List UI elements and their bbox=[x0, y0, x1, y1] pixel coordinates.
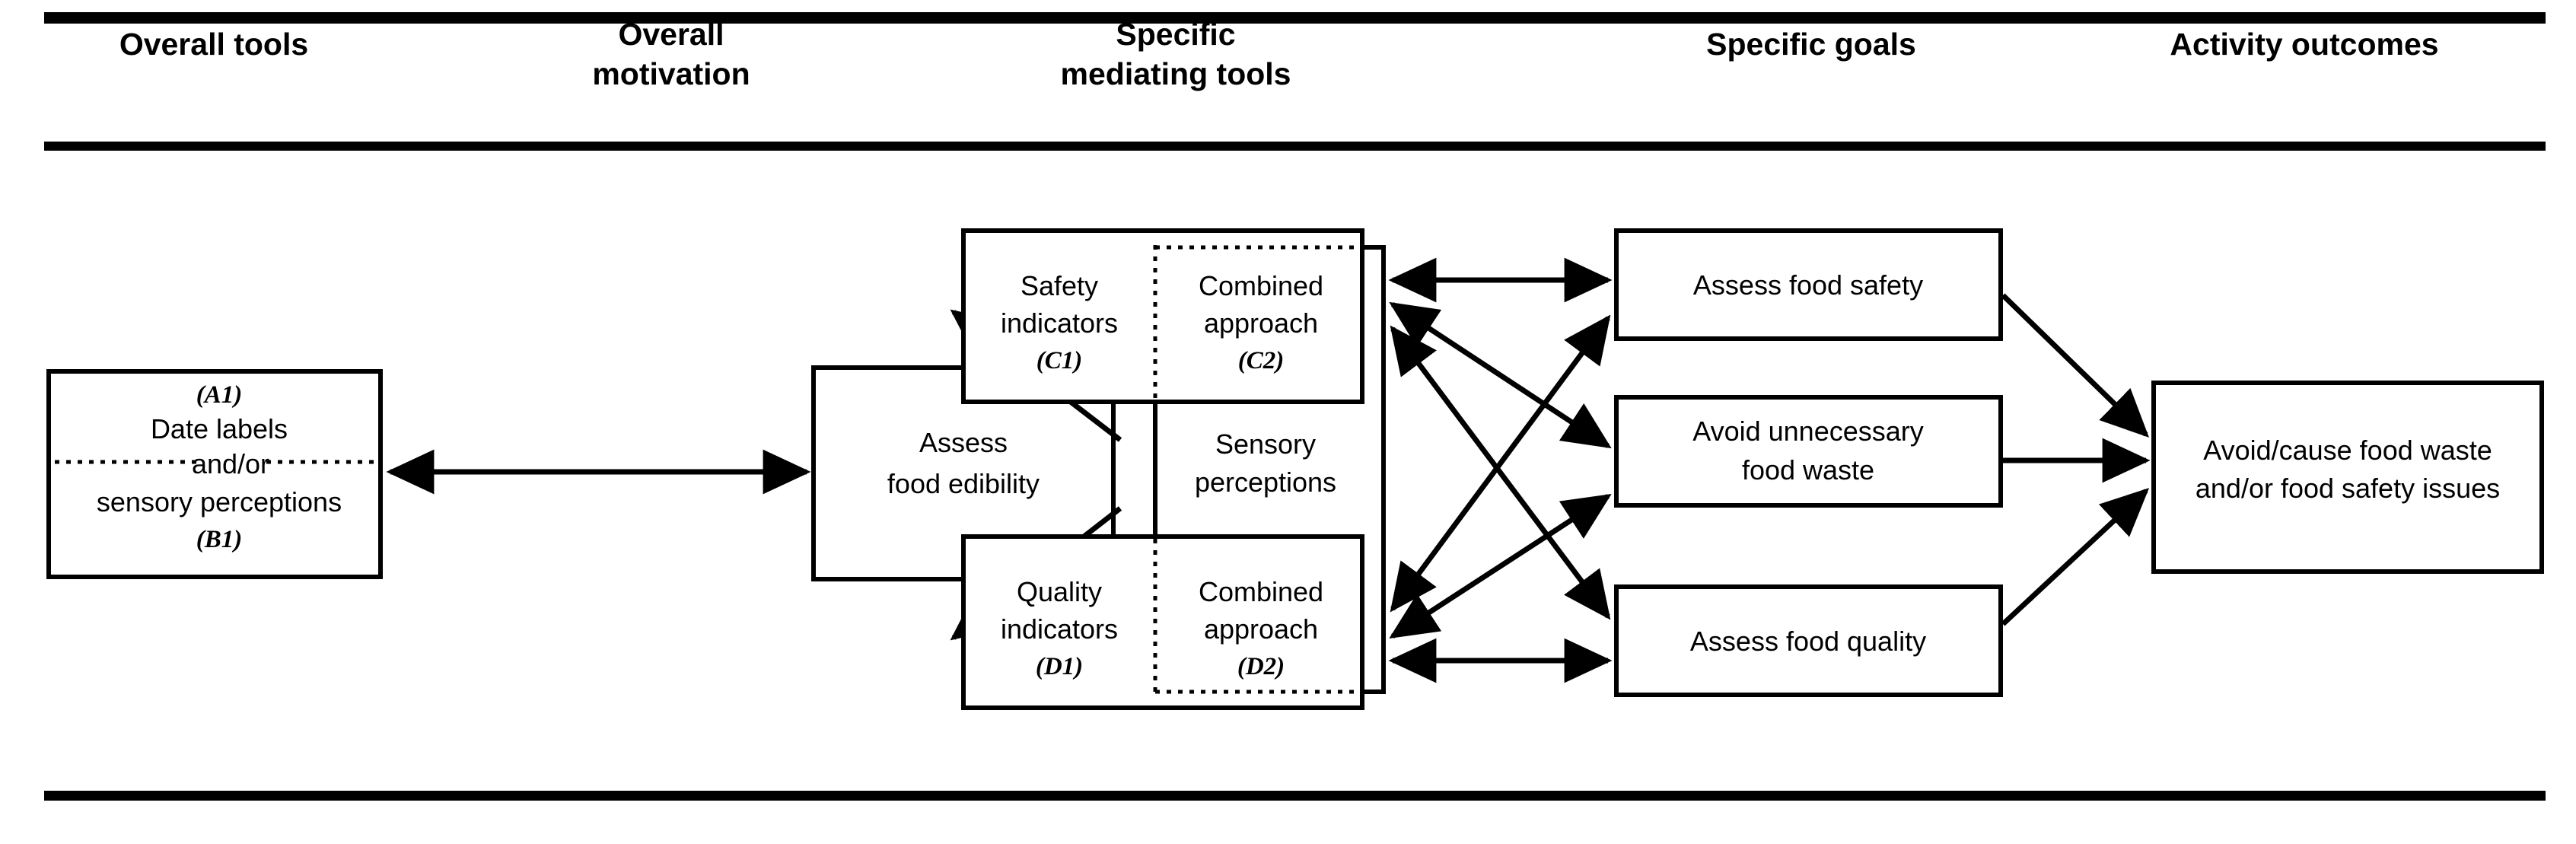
d1-line1: Quality bbox=[1017, 576, 1102, 607]
mediating-c1-c2-box[interactable]: Safety indicators (C1) Combined approach… bbox=[961, 228, 1364, 404]
edge-assess-food-safety-to-outcome bbox=[2001, 293, 2150, 438]
goal-assess-food-safety-frame bbox=[1614, 228, 2003, 341]
d1-line2: indicators bbox=[1001, 613, 1118, 645]
c2-line1: Combined bbox=[1199, 270, 1323, 301]
tools-box[interactable]: (A1) Date labels and/or sensory percepti… bbox=[46, 369, 383, 579]
goal-avoid-unnecessary-food-waste-line1: Avoid unnecessary bbox=[1692, 416, 1924, 447]
outcome-box-frame bbox=[2151, 381, 2544, 574]
tools-box-frame bbox=[46, 369, 383, 579]
d2-code: (D2) bbox=[1237, 653, 1285, 680]
header-specific-goals-line1: Specific goals bbox=[1706, 27, 1916, 62]
goal-assess-food-quality-frame bbox=[1614, 584, 2003, 697]
header-overall-tools: Overall tools bbox=[119, 27, 308, 62]
d1-code: (D1) bbox=[1036, 653, 1083, 680]
tools-box-code-top: (A1) bbox=[196, 381, 243, 409]
goal-avoid-unnecessary-food-waste-line2: food waste bbox=[1742, 454, 1874, 486]
c1-c2-frame bbox=[961, 228, 1364, 404]
c2-line2: approach bbox=[1204, 307, 1318, 339]
mediating-right-bracket bbox=[1362, 245, 1386, 694]
sensory-line1: Sensory bbox=[1215, 428, 1316, 460]
edge-mediating-bottom-to-avoid-unnecessary-food-waste bbox=[1389, 493, 1612, 639]
goal-box-avoid-unnecessary-food-waste[interactable]: Avoid unnecessary food waste bbox=[1614, 395, 2003, 508]
header-specific-mediating-tools: Specific mediating tools bbox=[1061, 17, 1291, 91]
header-specific-goals: Specific goals bbox=[1706, 27, 1916, 62]
tools-box-connector-text: and/or bbox=[192, 448, 269, 479]
c1-code: (C1) bbox=[1036, 347, 1083, 374]
header-bottom-rule bbox=[44, 142, 2546, 151]
edge-assess-food-quality-to-outcome bbox=[2001, 488, 2150, 626]
sensory-line2: perceptions bbox=[1195, 467, 1336, 498]
c1-line1: Safety bbox=[1021, 270, 1098, 301]
tools-box-code-bottom: (B1) bbox=[196, 526, 243, 553]
header-activity-outcomes: Activity outcomes bbox=[2170, 27, 2438, 62]
tools-box-line-top: Date labels bbox=[151, 413, 288, 444]
c2-code: (C2) bbox=[1238, 347, 1285, 374]
goal-box-assess-food-safety[interactable]: Assess food safety bbox=[1614, 228, 2003, 341]
outcome-line1: Avoid/cause food waste bbox=[2203, 435, 2492, 466]
d2-line1: Combined bbox=[1199, 576, 1323, 607]
tools-box-line-bottom: sensory perceptions bbox=[97, 486, 342, 518]
goal-box-assess-food-quality[interactable]: Assess food quality bbox=[1614, 584, 2003, 697]
motivation-box-line2: food edibility bbox=[887, 468, 1040, 499]
outcome-line2: and/or food safety issues bbox=[2195, 473, 2500, 504]
header-specific-mediating-tools-line1: Specific bbox=[1116, 17, 1235, 52]
header-overall-tools-line1: Overall tools bbox=[119, 27, 308, 62]
header-activity-outcomes-line1: Activity outcomes bbox=[2170, 27, 2438, 62]
goal-avoid-unnecessary-food-waste-frame bbox=[1614, 395, 2003, 508]
mediating-d1-d2-box[interactable]: Quality indicators (D1) Combined approac… bbox=[961, 534, 1364, 710]
header-overall-motivation-line2: motivation bbox=[592, 56, 750, 91]
header-specific-mediating-tools-line2: mediating tools bbox=[1061, 56, 1291, 91]
mediating-tools-composite: Safety indicators (C1) Combined approach… bbox=[961, 228, 1386, 710]
header-overall-motivation: Overall motivation bbox=[592, 17, 750, 91]
edge-mediating-top-to-assess-food-quality bbox=[1390, 325, 1611, 620]
outcome-box[interactable]: Avoid/cause food waste and/or food safet… bbox=[2151, 381, 2544, 574]
header-overall-motivation-line1: Overall bbox=[618, 17, 724, 52]
header-top-rule bbox=[44, 12, 2546, 24]
figure-bottom-rule bbox=[44, 791, 2546, 801]
d1-d2-frame bbox=[961, 534, 1364, 710]
d2-line2: approach bbox=[1204, 613, 1318, 645]
goal-assess-food-quality-line1: Assess food quality bbox=[1690, 626, 1926, 657]
motivation-box-line1: Assess bbox=[919, 427, 1008, 458]
goal-assess-food-safety-line1: Assess food safety bbox=[1693, 269, 1923, 301]
c1-line2: indicators bbox=[1001, 307, 1118, 339]
